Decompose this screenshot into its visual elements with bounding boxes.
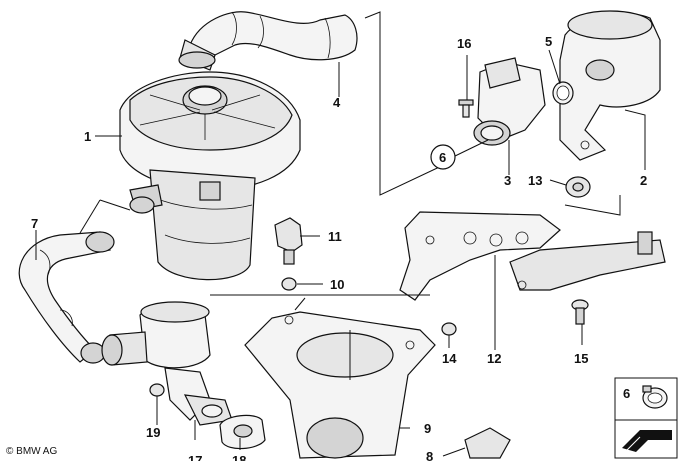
- callout-19: 19: [146, 425, 160, 440]
- part-2-housing: [559, 10, 661, 161]
- callout-18: 18: [232, 453, 246, 461]
- callout-7: 7: [31, 216, 38, 231]
- callout-1: 1: [84, 129, 91, 144]
- callout-14: 14: [442, 351, 457, 366]
- part-3-connector: [473, 57, 546, 146]
- part-5-o-ring: [552, 81, 574, 105]
- callout-16: 16: [457, 36, 471, 51]
- part-12-bracket: [399, 211, 666, 301]
- callout-5: 5: [545, 34, 552, 49]
- callout-labels: 1 4 7 11 10 9 8 16 5 6 3 13 2 14 12 15 1…: [31, 34, 647, 461]
- callout-17: 17: [188, 453, 202, 461]
- part-10-nut: [281, 277, 297, 291]
- callout-9: 9: [424, 421, 431, 436]
- part-19-nut: [149, 383, 165, 397]
- part-1-air-pump: [119, 71, 301, 281]
- callout-6: 6: [439, 150, 446, 165]
- callout-10: 10: [330, 277, 344, 292]
- callout-15: 15: [574, 351, 588, 366]
- part-4-hose: [178, 11, 358, 71]
- part-9-bracket: [244, 311, 436, 459]
- copyright-text: © BMW AG: [6, 446, 58, 457]
- part-16-screw: [458, 99, 474, 118]
- arrow-icon: [622, 430, 672, 453]
- part-8-clip: [464, 427, 511, 459]
- leader-lines: [35, 11, 646, 457]
- part-15-screw: [571, 299, 589, 325]
- part-7-hose: [18, 231, 115, 364]
- callout-4: 4: [333, 95, 341, 110]
- part-18-gasket: [219, 414, 266, 450]
- part-17-valve: [101, 301, 233, 426]
- callout-6-circle: [430, 144, 456, 170]
- part-14-nut: [441, 322, 457, 336]
- callout-8: 8: [426, 449, 433, 461]
- callout-12: 12: [487, 351, 501, 366]
- callout-3: 3: [504, 173, 511, 188]
- callout-2: 2: [640, 173, 647, 188]
- part-11-sensor: [274, 217, 303, 265]
- part-13-grommet: [565, 176, 591, 198]
- legend-6-label: 6: [623, 386, 630, 401]
- callout-13: 13: [528, 173, 542, 188]
- legend-box: 6: [614, 377, 678, 459]
- callout-11: 11: [328, 229, 342, 244]
- hose-clamp-icon: [642, 385, 668, 409]
